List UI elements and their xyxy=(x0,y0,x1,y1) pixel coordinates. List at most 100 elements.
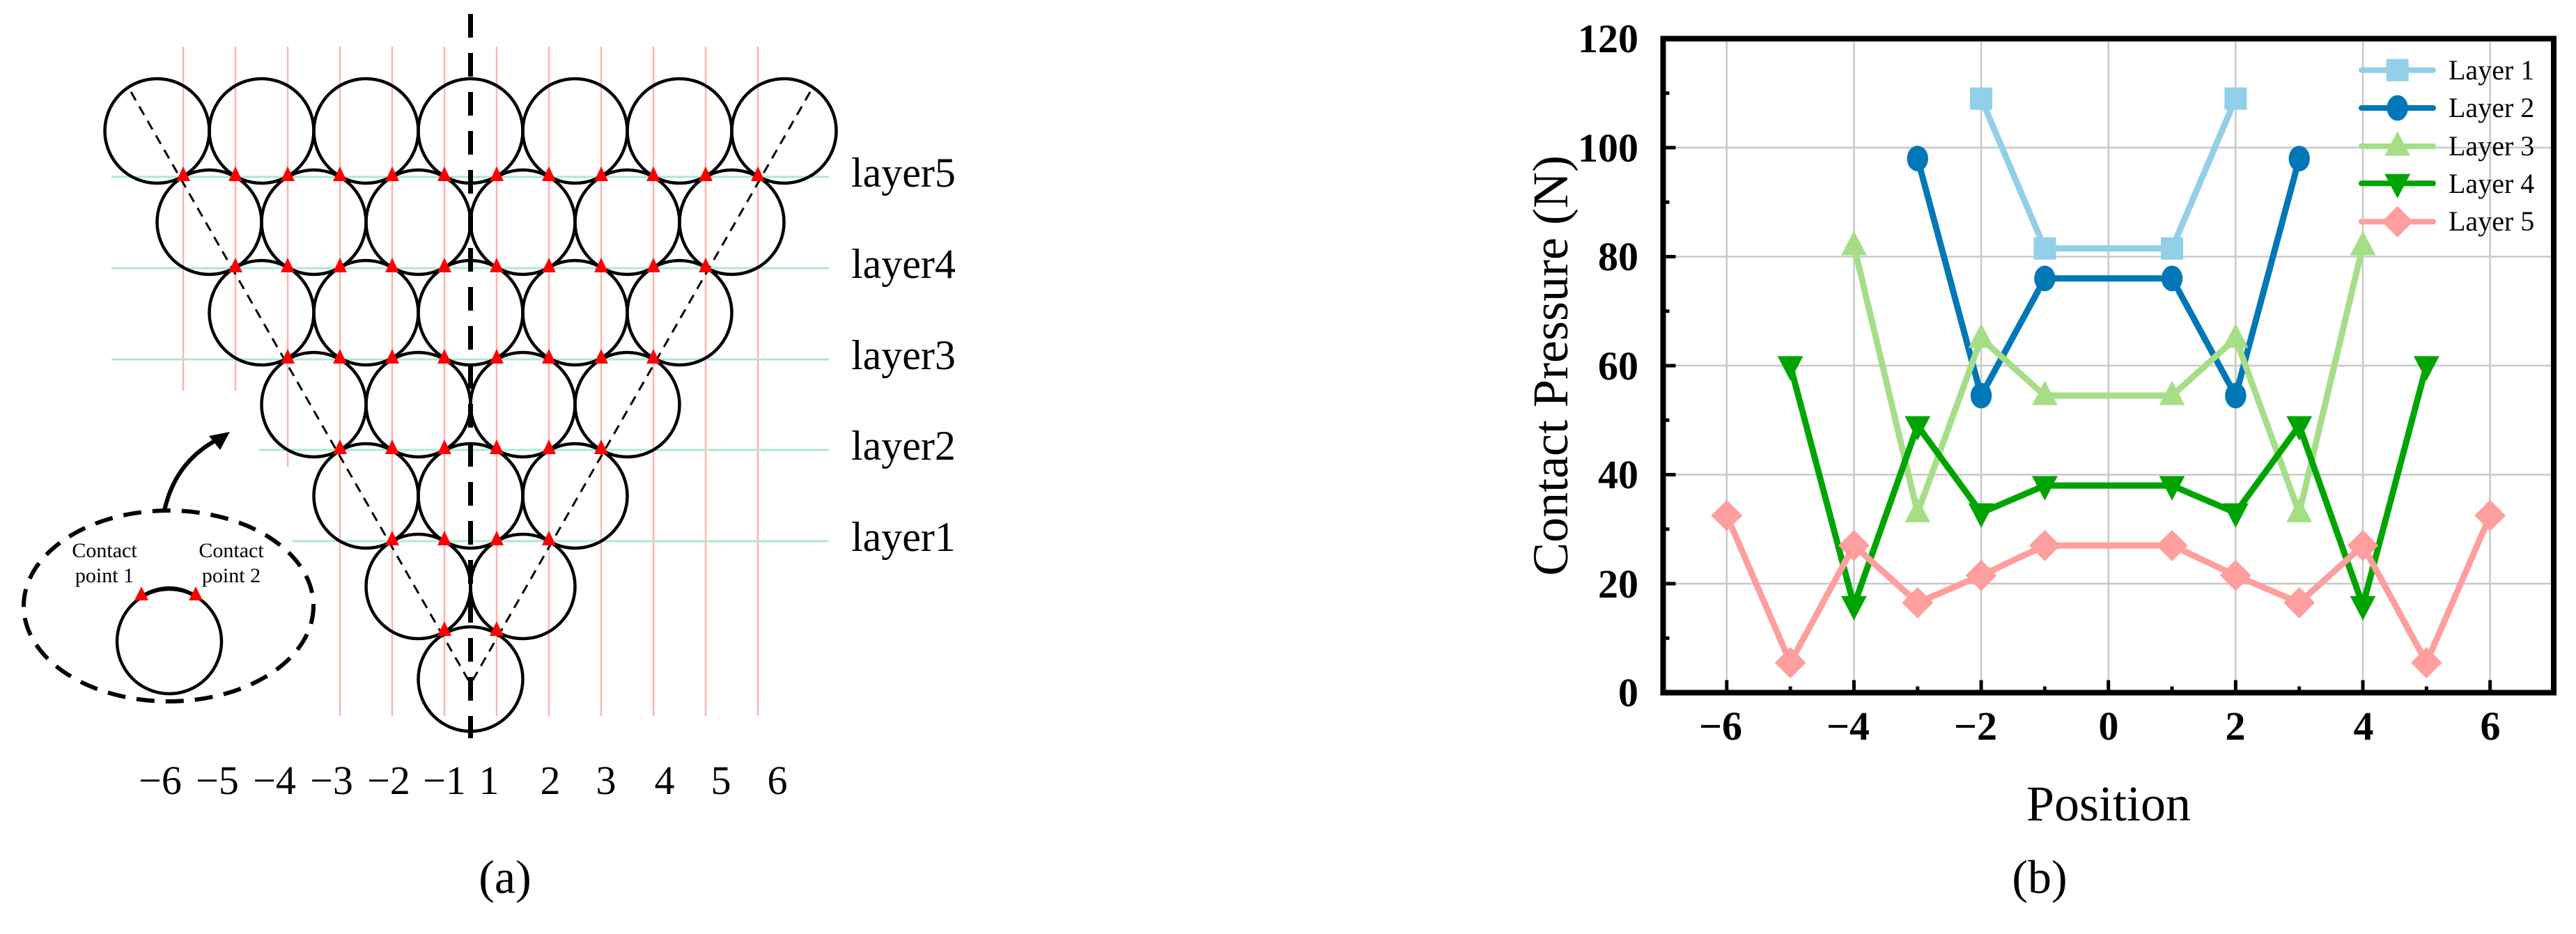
particle-circle xyxy=(626,258,734,367)
data-point-marker xyxy=(1907,146,1928,172)
data-point-marker xyxy=(1970,382,1992,409)
contact-point-marker xyxy=(490,258,504,272)
curved-arrow-icon xyxy=(162,435,223,511)
particle-circle xyxy=(469,532,577,641)
contact-point-marker xyxy=(228,258,242,272)
axis-ticks xyxy=(1663,91,2492,693)
inset-label-contact-point-2-line2: point 2 xyxy=(202,564,261,587)
contact-point-marker xyxy=(594,258,608,272)
inset-particle-circle xyxy=(115,587,224,696)
particle-circle xyxy=(521,442,629,550)
position-label: −6 xyxy=(139,758,182,803)
inset-label-contact-point-2: Contact xyxy=(199,539,264,562)
inset-label-contact-point-1: Contact xyxy=(72,539,137,562)
contact-point-marker xyxy=(437,439,451,454)
data-point-marker xyxy=(1968,503,1994,528)
particle-circle xyxy=(208,77,316,185)
y-tick-labels: 0 20 40 60 80 100 120 xyxy=(1578,16,1638,715)
contact-point-marker xyxy=(437,531,451,545)
data-point-marker xyxy=(1841,596,1867,621)
contact-point-marker xyxy=(542,166,556,181)
data-point-marker xyxy=(2347,529,2379,561)
layer3-label: layer3 xyxy=(851,332,956,378)
particle-circle xyxy=(312,77,420,185)
data-point-marker xyxy=(2350,596,2376,621)
contact-point-inset: Contact point 1 Contact point 2 xyxy=(22,432,316,703)
particle-circle xyxy=(521,77,629,185)
position-label: −4 xyxy=(253,758,296,803)
legend-label-layer-1: Layer 1 xyxy=(2449,54,2534,86)
data-point-marker xyxy=(1841,231,1867,256)
layer1-label: layer1 xyxy=(851,514,956,560)
data-point-marker xyxy=(1711,499,1743,531)
series-layer-5 xyxy=(1711,499,2506,678)
x-tick-label: 2 xyxy=(2226,703,2246,749)
y-tick-label: 40 xyxy=(1598,452,1638,497)
series-layer-1 xyxy=(1970,87,2247,260)
data-point-marker xyxy=(2222,323,2249,348)
contact-point-marker xyxy=(490,349,504,364)
legend-label-layer-2: Layer 2 xyxy=(2449,92,2534,123)
position-label: −1 xyxy=(423,758,466,803)
data-point-marker xyxy=(2033,237,2056,260)
contact-point-marker xyxy=(437,621,451,636)
data-point-marker xyxy=(1968,323,1994,348)
particle-circle xyxy=(260,350,368,459)
particle-circle xyxy=(678,168,786,277)
x-tick-label: 6 xyxy=(2481,703,2501,749)
contact-point-marker xyxy=(542,531,556,545)
layer5-label: layer5 xyxy=(851,150,956,196)
legend-marker-circle-icon xyxy=(2387,95,2408,121)
position-label: 3 xyxy=(596,758,616,803)
inset-contact-point-2-marker xyxy=(189,586,203,600)
data-point-marker xyxy=(2474,499,2506,531)
contact-point-marker xyxy=(646,166,660,181)
contact-point-marker xyxy=(490,621,504,636)
data-point-marker xyxy=(2286,497,2313,522)
x-tick-label: −4 xyxy=(1826,703,1870,749)
contact-point-marker xyxy=(281,166,295,181)
y-tick-label: 0 xyxy=(1618,670,1638,715)
contact-point-marker xyxy=(333,439,347,454)
position-label: 2 xyxy=(541,758,561,803)
data-point-marker xyxy=(2161,237,2184,260)
right-diagonal-line xyxy=(470,91,812,685)
contact-point-marker xyxy=(437,166,451,181)
particle-circle xyxy=(103,77,211,185)
particle-circle xyxy=(260,168,368,277)
data-point-marker xyxy=(2410,647,2442,678)
chart-legend: Layer 1 Layer 2 Layer 3 Layer 4 Layer 5 xyxy=(2359,54,2534,238)
legend-label-layer-3: Layer 3 xyxy=(2449,130,2534,162)
contact-point-marker xyxy=(176,166,190,181)
contact-point-marker xyxy=(699,166,713,181)
data-point-marker xyxy=(1904,416,1931,441)
data-point-marker xyxy=(2288,146,2310,172)
contact-point-marker xyxy=(542,349,556,364)
data-point-marker xyxy=(2156,529,2188,561)
contact-point-marker xyxy=(333,258,347,272)
x-tick-label: −2 xyxy=(1954,703,1997,749)
particle-circle xyxy=(573,168,681,277)
layer4-label: layer4 xyxy=(851,241,956,287)
legend-label-layer-4: Layer 4 xyxy=(2449,168,2534,199)
data-point-marker xyxy=(2222,503,2249,528)
y-tick-label: 100 xyxy=(1578,125,1638,171)
panel-b-caption: (b) xyxy=(2012,850,2067,903)
series-line xyxy=(1978,97,2239,252)
position-label: 1 xyxy=(479,758,499,803)
contact-point-marker xyxy=(385,349,399,364)
contact-point-marker xyxy=(542,439,556,454)
series-line xyxy=(1914,157,2303,399)
position-label: 5 xyxy=(711,758,731,803)
contact-point-marker xyxy=(594,439,608,454)
force-chain-diagonals xyxy=(130,91,812,685)
inset-label-contact-point-1-line2: point 1 xyxy=(75,564,134,587)
data-point-marker xyxy=(2224,87,2247,110)
contact-point-marker xyxy=(281,258,295,272)
layer2-label: layer2 xyxy=(851,423,956,469)
x-tick-label: 0 xyxy=(2099,703,2119,749)
contact-point-marker xyxy=(385,258,399,272)
data-point-marker xyxy=(1774,647,1806,678)
data-point-marker xyxy=(2161,265,2183,292)
particle-circle xyxy=(312,442,420,550)
